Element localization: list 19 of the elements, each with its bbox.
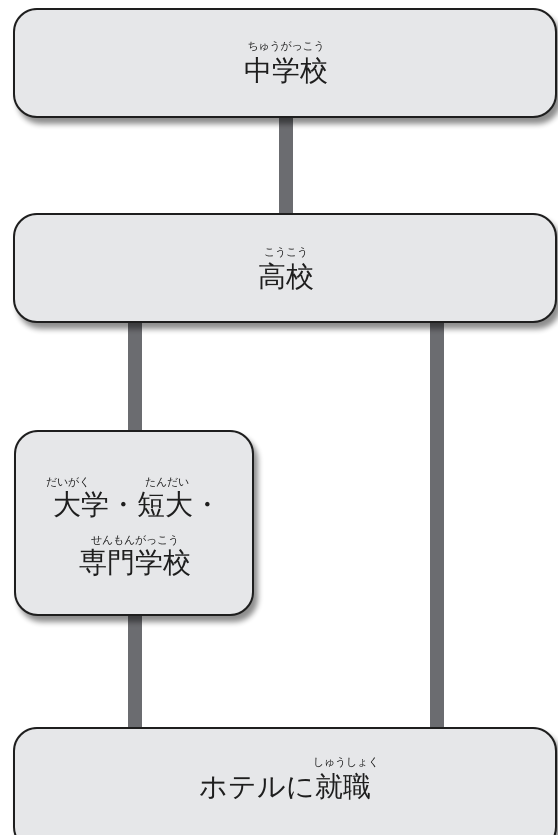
connector-line — [430, 323, 444, 727]
furigana-text: しゅうしょく — [313, 756, 379, 768]
box-label: 高校 — [258, 263, 314, 291]
connector-line — [128, 616, 142, 727]
connector-line — [128, 323, 142, 430]
stage-box — [13, 213, 557, 323]
furigana-text: こうこう — [264, 246, 308, 258]
furigana-text: ちゅうがっこう — [248, 40, 324, 52]
furigana-text: だいがく — [46, 476, 90, 488]
furigana-text: せんもんがっこう — [91, 534, 179, 546]
box-label: 専門学校 — [79, 549, 191, 577]
connector-line — [279, 118, 293, 213]
stage-box — [14, 430, 254, 616]
box-label: ホテルに就職 — [199, 773, 371, 801]
stage-box — [13, 727, 557, 835]
box-label: 中学校 — [244, 57, 328, 85]
stage-box — [13, 8, 557, 118]
furigana-text: たんだい — [145, 476, 189, 488]
box-label: 大学・短大・ — [53, 491, 221, 519]
